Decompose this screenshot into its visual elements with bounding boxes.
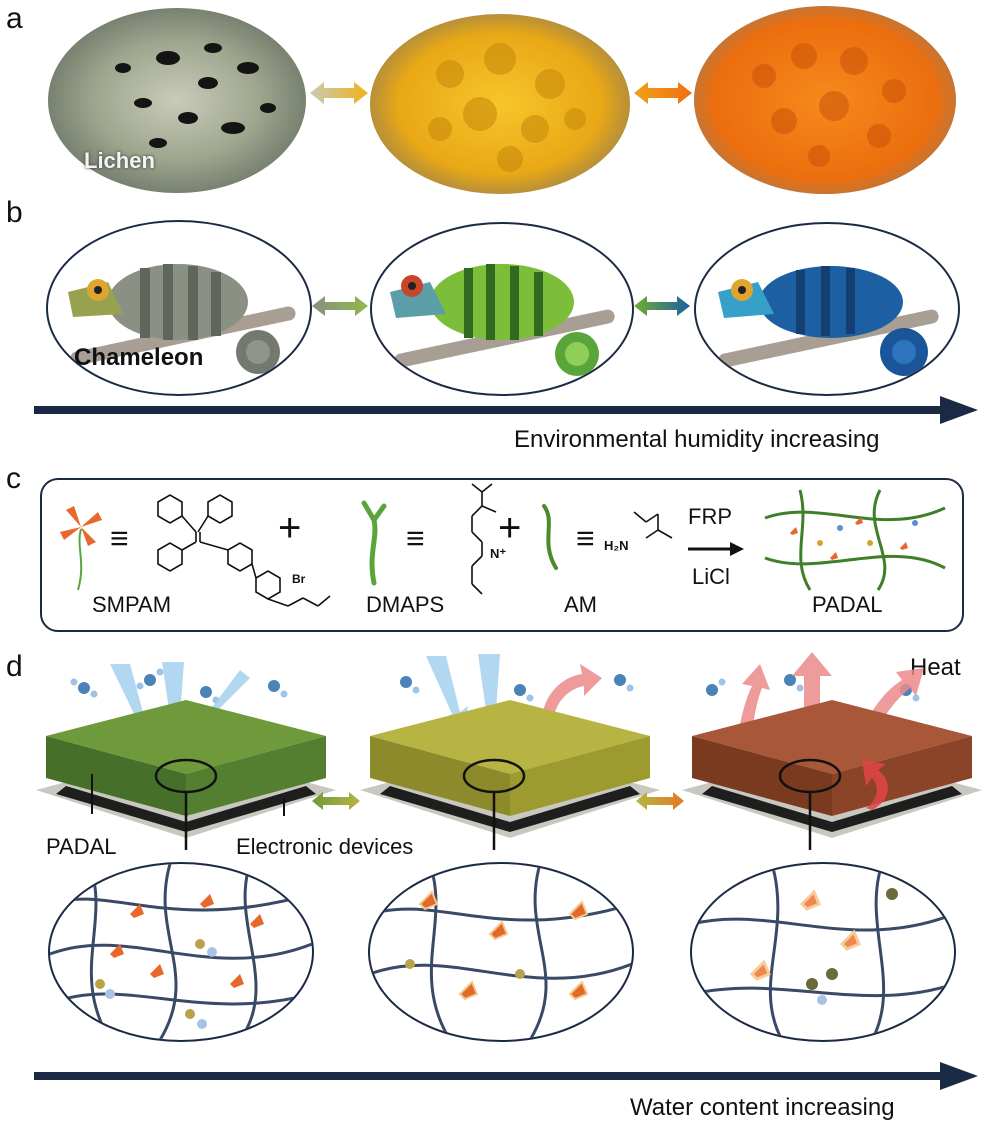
network-dense-illustration (50, 864, 312, 1040)
panel-label-b: b (6, 196, 23, 229)
am-structure (633, 511, 673, 539)
network-zoom-wet (690, 862, 956, 1042)
lichen-gray-photo (48, 8, 306, 193)
padal-block-label: PADAL (46, 834, 117, 859)
lichen-orange-photo (694, 6, 956, 194)
electronic-devices-label: Electronic devices (236, 834, 414, 859)
lichen-label: Lichen (84, 148, 155, 173)
double-arrow-yellow-orange (634, 82, 692, 104)
network-mid-illustration (370, 864, 632, 1040)
water-content-axis-arrow (34, 1062, 978, 1090)
smpam-label: SMPAM (92, 592, 172, 617)
bromide-label: Br (292, 572, 306, 586)
double-arrow-green-blue (634, 296, 690, 316)
water-content-caption: Water content increasing (630, 1094, 895, 1121)
chameleon-blue-oval (694, 222, 960, 396)
lichen-yellow-texture (428, 43, 586, 172)
reaction-arrow (688, 542, 744, 556)
double-arrow-gray-yellow (310, 82, 368, 104)
smpam-structure (157, 494, 331, 607)
licl-label: LiCl (692, 564, 730, 589)
dmaps-structure (471, 483, 497, 595)
panel-label-c: c (6, 462, 21, 495)
humidity-axis-arrow (34, 396, 978, 424)
network-zoom-dry (48, 862, 314, 1042)
chameleon-label: Chameleon (74, 344, 204, 371)
monomer-scheme-box: ≡ Br + SMPAM ≡ N⁺ + (40, 478, 964, 632)
network-loose-illustration (692, 864, 954, 1040)
am-label: AM (564, 592, 597, 617)
network-zoom-mid (368, 862, 634, 1042)
dmaps-label: DMAPS (366, 592, 445, 617)
padal-network (764, 489, 946, 591)
panel-label-a: a (6, 2, 23, 35)
double-arrow-d-green-yellow (312, 792, 360, 810)
double-arrow-gray-green (312, 296, 368, 316)
frp-label: FRP (688, 504, 732, 529)
humidity-caption: Environmental humidity increasing (514, 426, 880, 453)
padal-label: PADAL (812, 592, 883, 617)
lichen-orange-texture (752, 43, 906, 167)
chameleon-green-oval (370, 222, 634, 396)
chameleon-blue-illustration (718, 266, 939, 376)
lichen-texture (115, 43, 276, 148)
chameleon-gray-oval (46, 220, 312, 396)
chameleon-gray-illustration (68, 264, 296, 374)
hydrogel-block-green (36, 700, 336, 850)
amine-label: H₂N (604, 538, 629, 553)
am-monomer-icon (542, 504, 558, 570)
heat-arrow-2 (542, 664, 602, 716)
equiv-sign-3: ≡ (576, 520, 595, 556)
chameleon-green-illustration (390, 264, 615, 376)
plus-sign-2: + (498, 506, 522, 550)
ammonium-label: N⁺ (490, 546, 507, 561)
panel-label-d: d (6, 650, 23, 683)
double-arrow-d-yellow-brown (636, 792, 684, 810)
plus-sign-1: + (278, 506, 302, 550)
hydrogel-block-brown (682, 700, 982, 850)
equiv-sign-1: ≡ (110, 520, 129, 556)
lichen-yellow-photo (370, 14, 630, 194)
hydrogel-block-yellow (360, 700, 660, 850)
dmaps-monomer-icon (361, 500, 387, 586)
equiv-sign-2: ≡ (406, 520, 425, 556)
smpam-monomer-icon (60, 506, 102, 591)
